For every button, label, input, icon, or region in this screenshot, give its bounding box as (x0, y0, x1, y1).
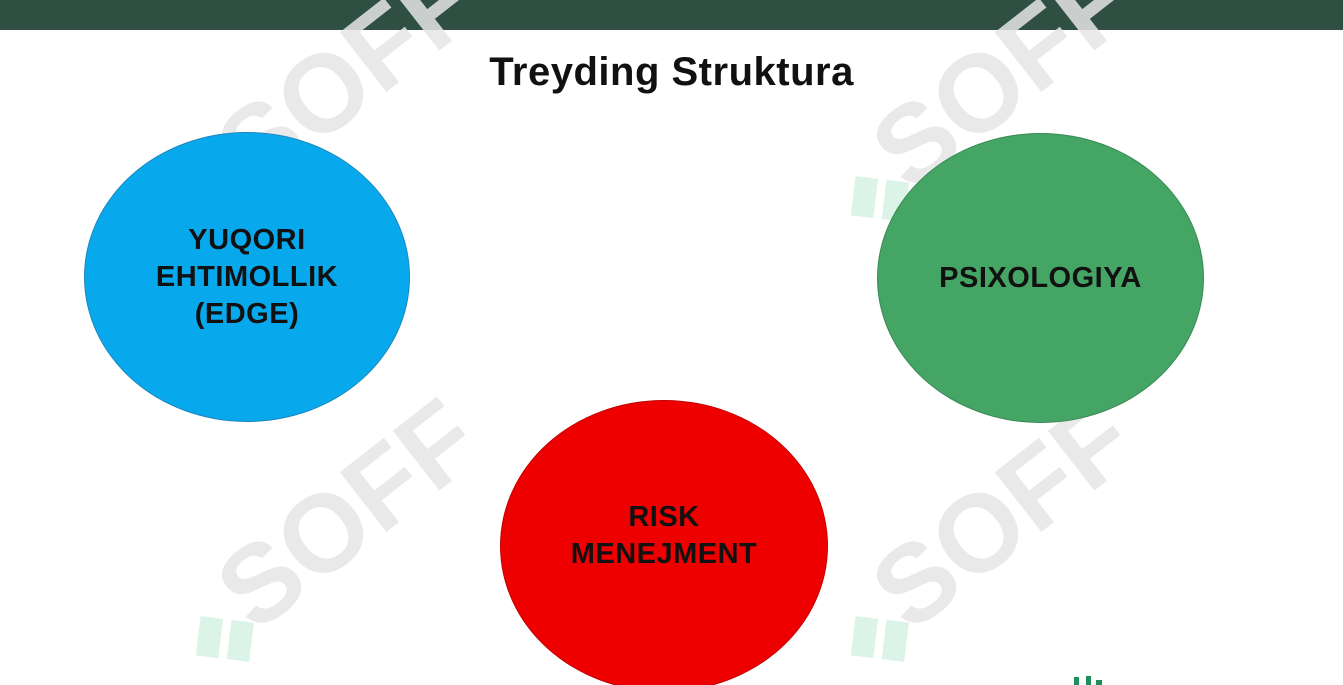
edge-label-line3: (EDGE) (194, 297, 300, 330)
page-title: Treyding Struktura (489, 50, 854, 94)
psixologiya-circle: PSIXOLOGIYA (877, 133, 1204, 423)
edge-circle: YUQORI EHTIMOLLIK (EDGE) (84, 132, 410, 422)
edge-label-line1: YUQORI (188, 223, 306, 256)
risk-label-line2: MENEJMENT (570, 538, 758, 570)
risk-label-line1: RISK (628, 501, 700, 533)
psixologiya-label: PSIXOLOGIYA (939, 261, 1142, 294)
brand-logo-icon (1074, 676, 1102, 685)
risk-circle: RISK MENEJMENT (500, 400, 828, 685)
risk-label: RISK MENEJMENT (571, 499, 758, 573)
top-bar (0, 0, 1343, 30)
watermark-bottom-left: SOFF (178, 376, 501, 685)
edge-label: YUQORI EHTIMOLLIK (EDGE) (156, 222, 338, 333)
edge-label-line2: EHTIMOLLIK (155, 260, 339, 293)
watermark-bottom-right: SOFF (833, 376, 1156, 685)
